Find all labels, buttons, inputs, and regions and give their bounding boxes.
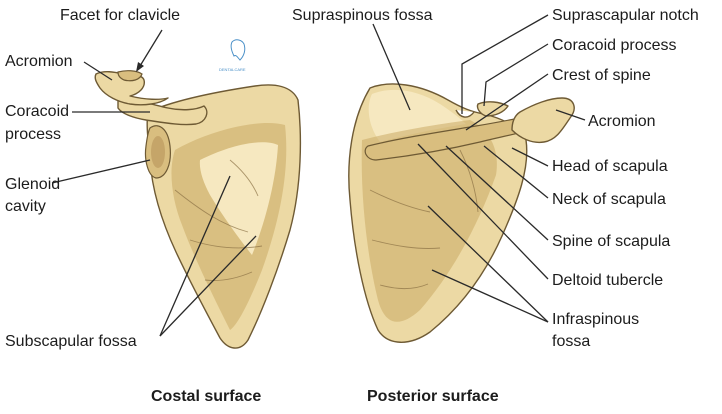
label-glenoid-line1: Glenoid [5,176,60,193]
label-acromion-left: Acromion [5,53,73,70]
label-supraspinous-fossa: Supraspinous fossa [292,7,433,24]
label-infraspinous-line2: fossa [552,333,590,350]
label-acromion-right: Acromion [588,113,656,130]
label-glenoid-line2: cavity [5,198,46,215]
facet-for-clavicle-shape [117,70,143,82]
costal-surface-scapula [94,70,302,349]
label-infraspinous-line1: Infraspinous [552,311,639,328]
label-coracoid-process-right: Coracoid process [552,37,677,54]
caption-posterior-surface: Posterior surface [367,388,499,405]
label-coracoid-left-line1: Coracoid [5,103,69,120]
left-labels: Facet for clavicle Acromion Coracoid pro… [5,7,180,350]
label-subscapular-fossa: Subscapular fossa [5,333,137,350]
label-head-of-scapula: Head of scapula [552,158,668,175]
watermark-text: DENTALCARE [219,67,246,72]
label-crest-of-spine: Crest of spine [552,67,651,84]
label-neck-of-scapula: Neck of scapula [552,191,666,208]
label-facet-for-clavicle: Facet for clavicle [60,7,180,24]
label-deltoid-tubercle: Deltoid tubercle [552,272,663,289]
label-spine-of-scapula: Spine of scapula [552,233,670,250]
posterior-surface-scapula [348,83,575,343]
caption-costal-surface: Costal surface [151,388,261,405]
coracoid-process-left [117,98,208,126]
supraspinous-fossa-area [368,89,466,142]
label-suprascapular-notch: Suprascapular notch [552,7,699,24]
label-coracoid-left-line2: process [5,126,61,143]
acromion-right [511,97,575,144]
leader-lines [51,14,586,337]
coracoid-process-right [476,101,509,117]
dental-logo-icon [230,39,246,61]
right-labels: Supraspinous fossa Suprascapular notch C… [292,7,699,350]
